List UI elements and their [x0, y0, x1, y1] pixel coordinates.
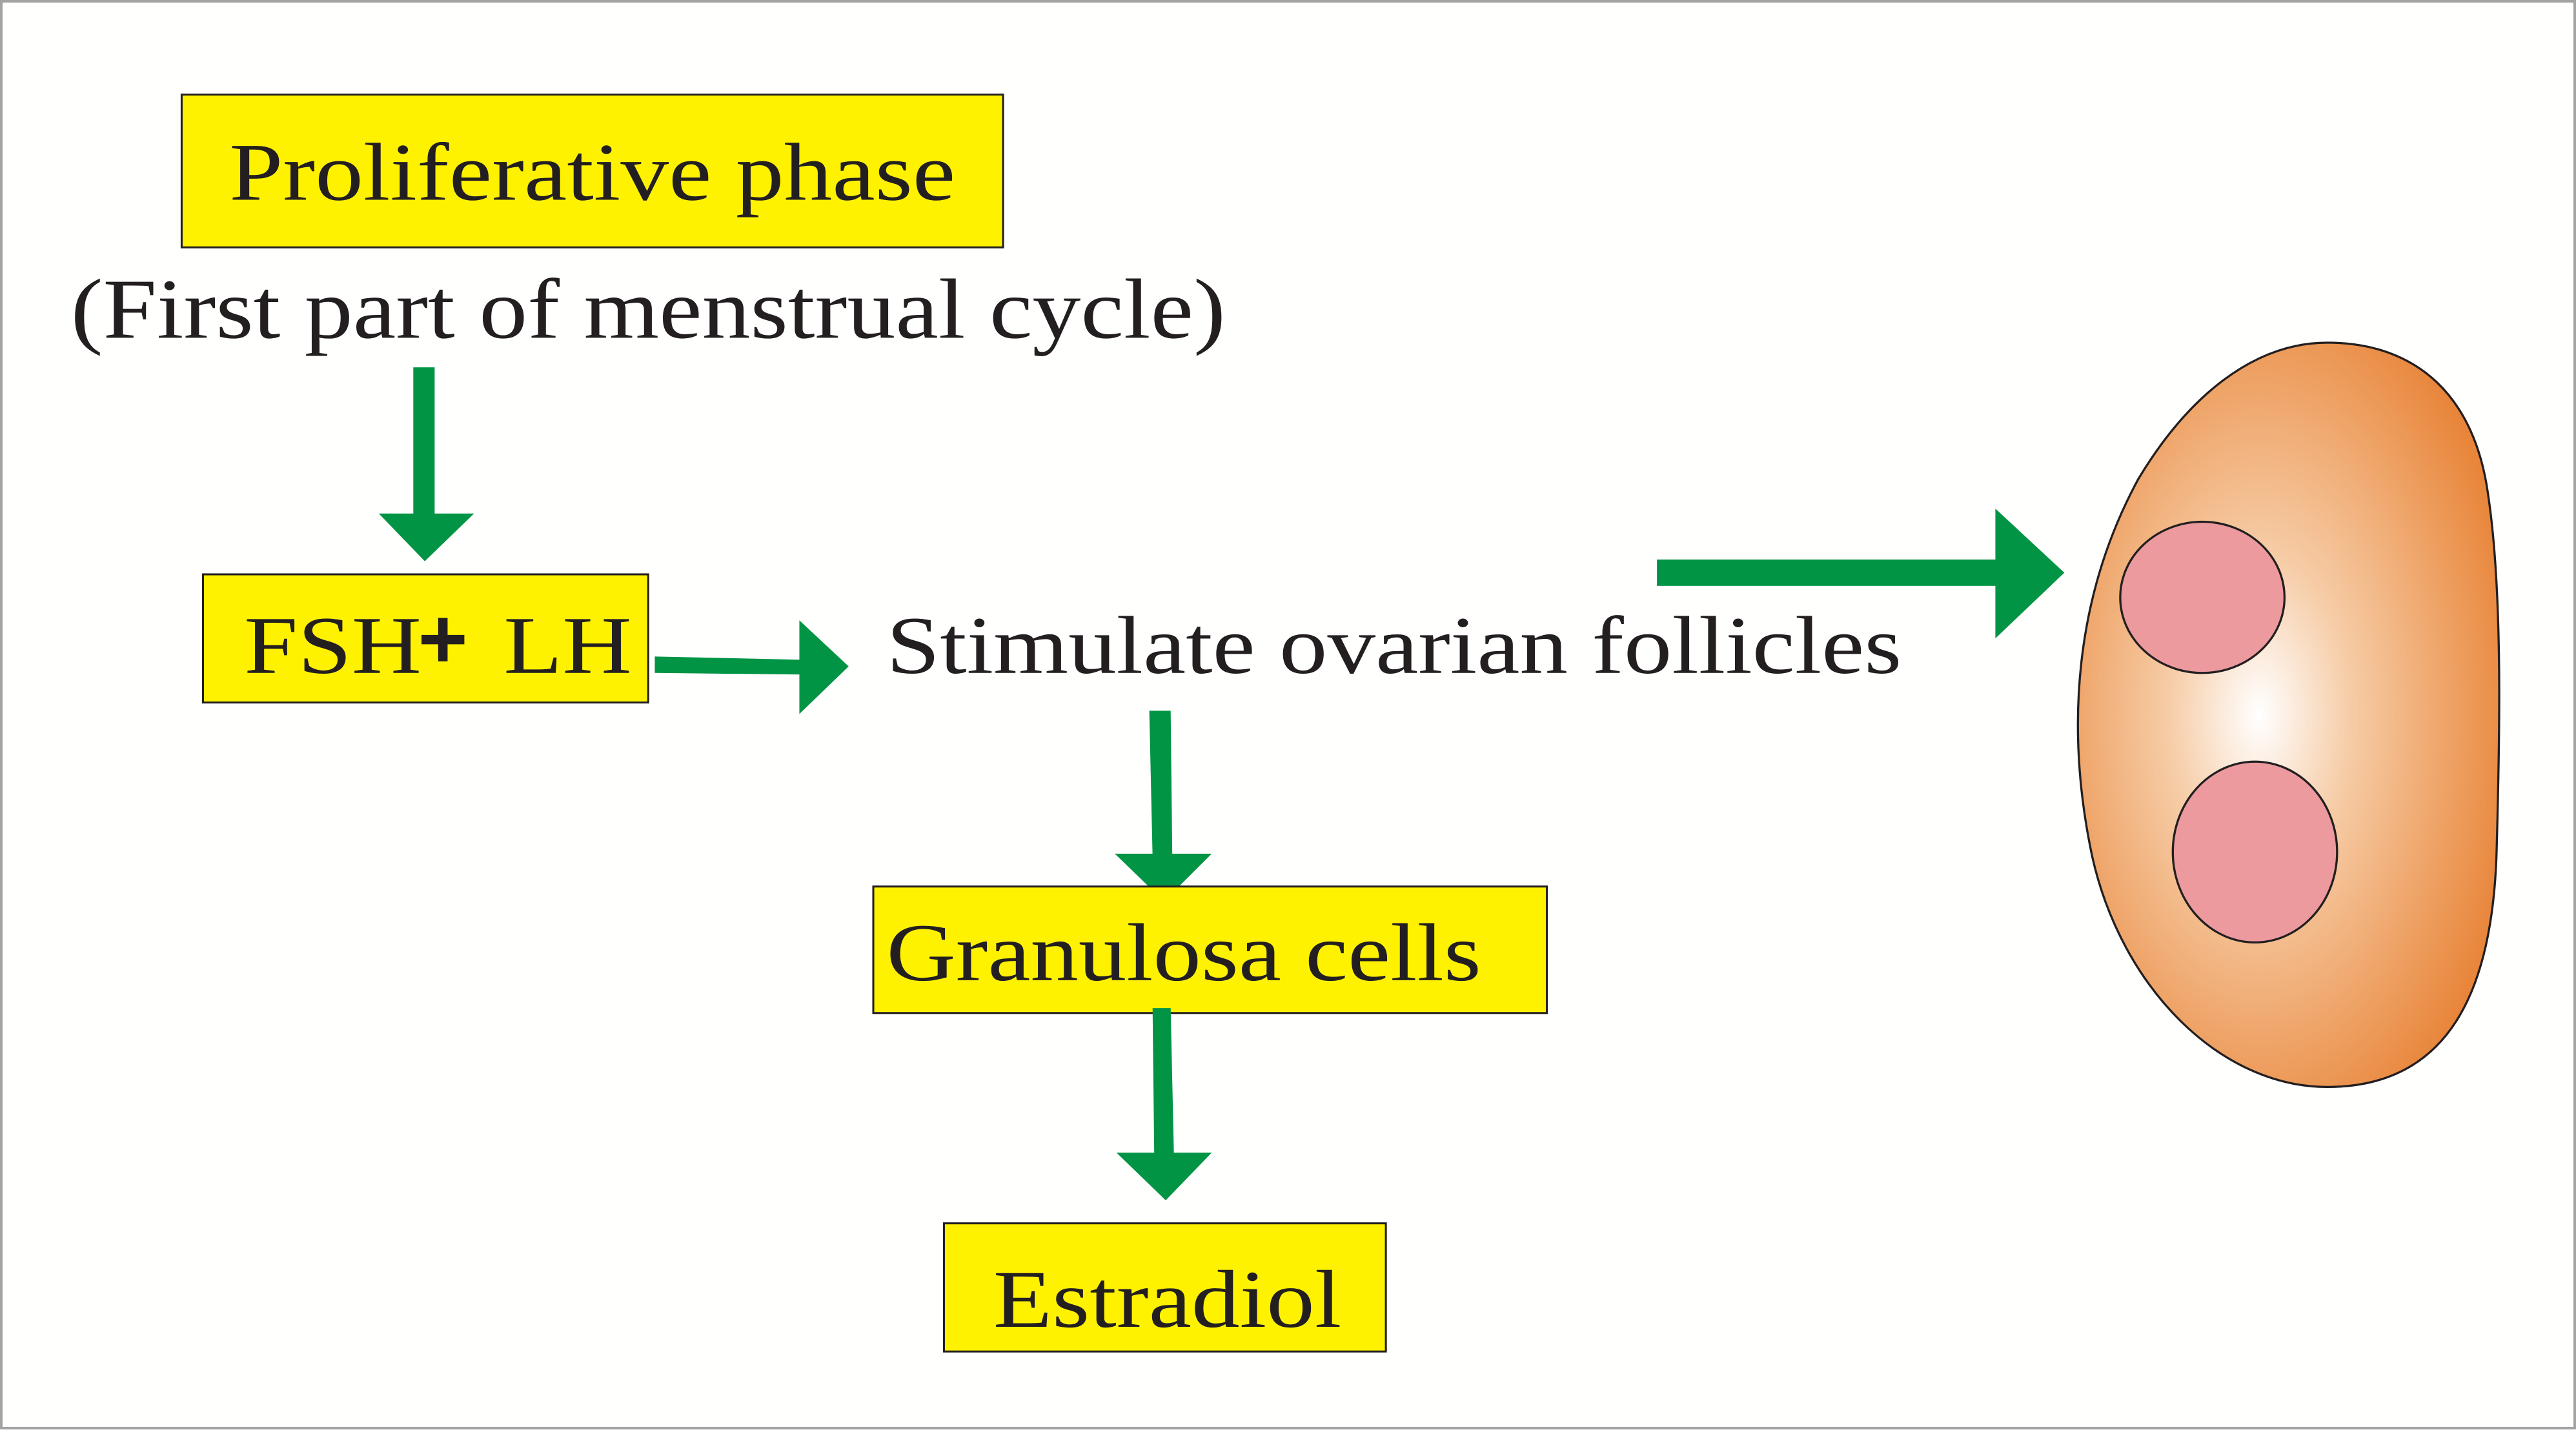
lh-label: LH: [503, 600, 632, 691]
estradiol-box: Estradiol: [942, 1222, 1387, 1353]
proliferative-phase-box: Proliferative phase: [180, 94, 1004, 248]
arrow-right-to-ovary: [1657, 509, 2065, 639]
subtitle-text: (First part of menstrual cycle): [71, 261, 1226, 356]
fsh-label: FSH: [244, 600, 421, 691]
arrow-down-1: [378, 367, 474, 561]
arrow-right-1: [654, 620, 849, 714]
ovary-illustration: [2076, 341, 2500, 1088]
diagram-svg: Proliferative phase (First part of menst…: [71, 94, 2500, 1353]
granulosa-cells-label: Granulosa cells: [886, 907, 1481, 998]
follicle-1: [2119, 520, 2286, 674]
arrow-down-3: [1116, 1008, 1212, 1201]
proliferative-phase-label: Proliferative phase: [229, 127, 955, 218]
plus-icon: +: [418, 591, 467, 687]
granulosa-cells-box: Granulosa cells: [872, 885, 1548, 1014]
ovary-shape: [2076, 341, 2500, 1088]
estradiol-label: Estradiol: [993, 1254, 1342, 1345]
follicle-2: [2171, 760, 2338, 943]
arrow-down-2: [1115, 711, 1212, 902]
fsh-lh-box: FSH + LH: [201, 573, 649, 704]
stimulate-follicles-text: Stimulate ovarian follicles: [886, 600, 1902, 691]
